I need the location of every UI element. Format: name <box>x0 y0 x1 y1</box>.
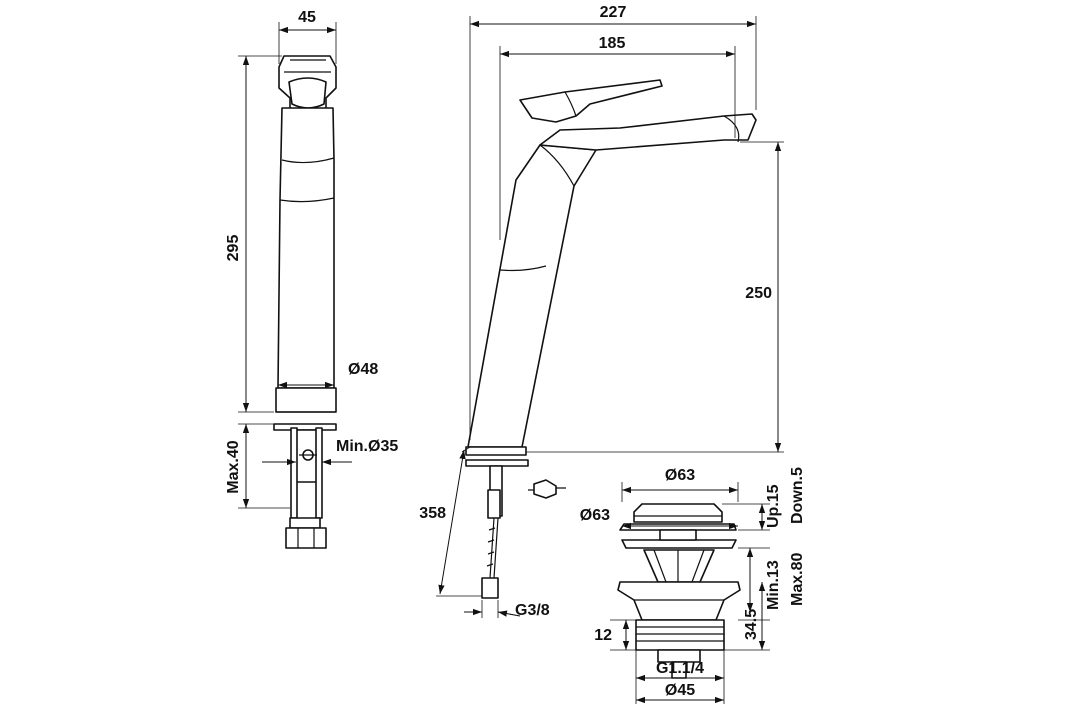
dim-spout-reach: 185 <box>599 35 626 52</box>
dim-spout-height: 250 <box>745 285 772 302</box>
dim-waste-thread: G1.1/4 <box>656 660 704 677</box>
dim-total-width: 227 <box>600 4 627 21</box>
dim-waste-body: 34.5 <box>743 609 760 640</box>
dim-min-hole: Min.Ø35 <box>336 438 398 455</box>
dim-waste-min: Min.13 <box>765 560 782 610</box>
dim-side-height: 295 <box>225 235 242 262</box>
dim-waste-thread-height: 12 <box>594 627 612 644</box>
dim-waste-up: Up.15 <box>765 484 782 528</box>
dim-waste-bottom-diameter: Ø45 <box>665 682 695 699</box>
side-dimensions: 45 295 Ø48 Max.40 Min.Ø35 <box>225 9 398 509</box>
dim-hose-thread: G3/8 <box>515 602 550 619</box>
dim-max-thickness: Max.40 <box>225 440 242 493</box>
dim-waste-flange-diameter: Ø63 <box>580 507 610 524</box>
dim-waste-down: Down.5 <box>789 467 806 524</box>
waste-view <box>617 503 741 679</box>
waste-dimensions: Ø63 Ø63 Up.15 Min.13 34.5 Down.5 Max.80 … <box>580 467 806 704</box>
front-dimensions: 227 185 250 358 G3/8 <box>419 4 784 619</box>
side-view <box>273 55 337 549</box>
dim-waste-max: Max.80 <box>789 553 806 606</box>
dim-side-width: 45 <box>298 9 316 26</box>
front-view <box>465 79 757 599</box>
dim-waste-top-diameter: Ø63 <box>665 467 695 484</box>
dim-hose-length: 358 <box>419 505 446 522</box>
dim-base-diameter: Ø48 <box>348 361 378 378</box>
